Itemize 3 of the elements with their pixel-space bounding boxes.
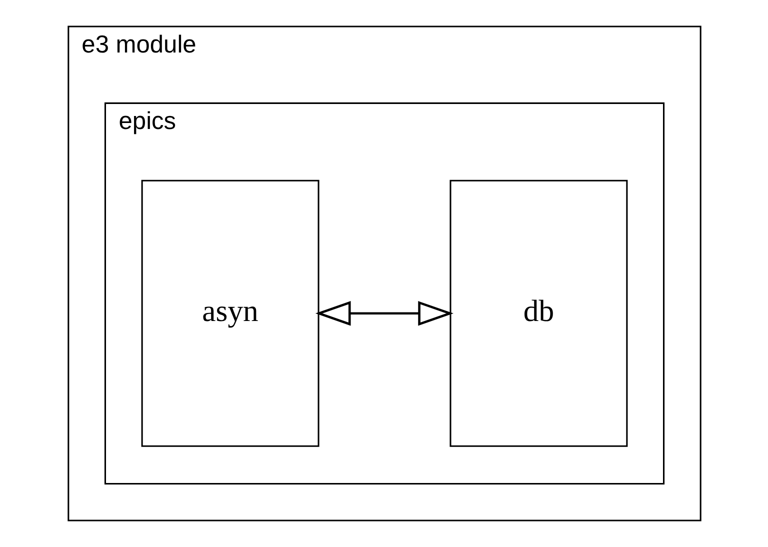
- node-box: asyn: [140, 180, 319, 447]
- node-box: db: [449, 180, 628, 447]
- arrow: [314, 301, 453, 326]
